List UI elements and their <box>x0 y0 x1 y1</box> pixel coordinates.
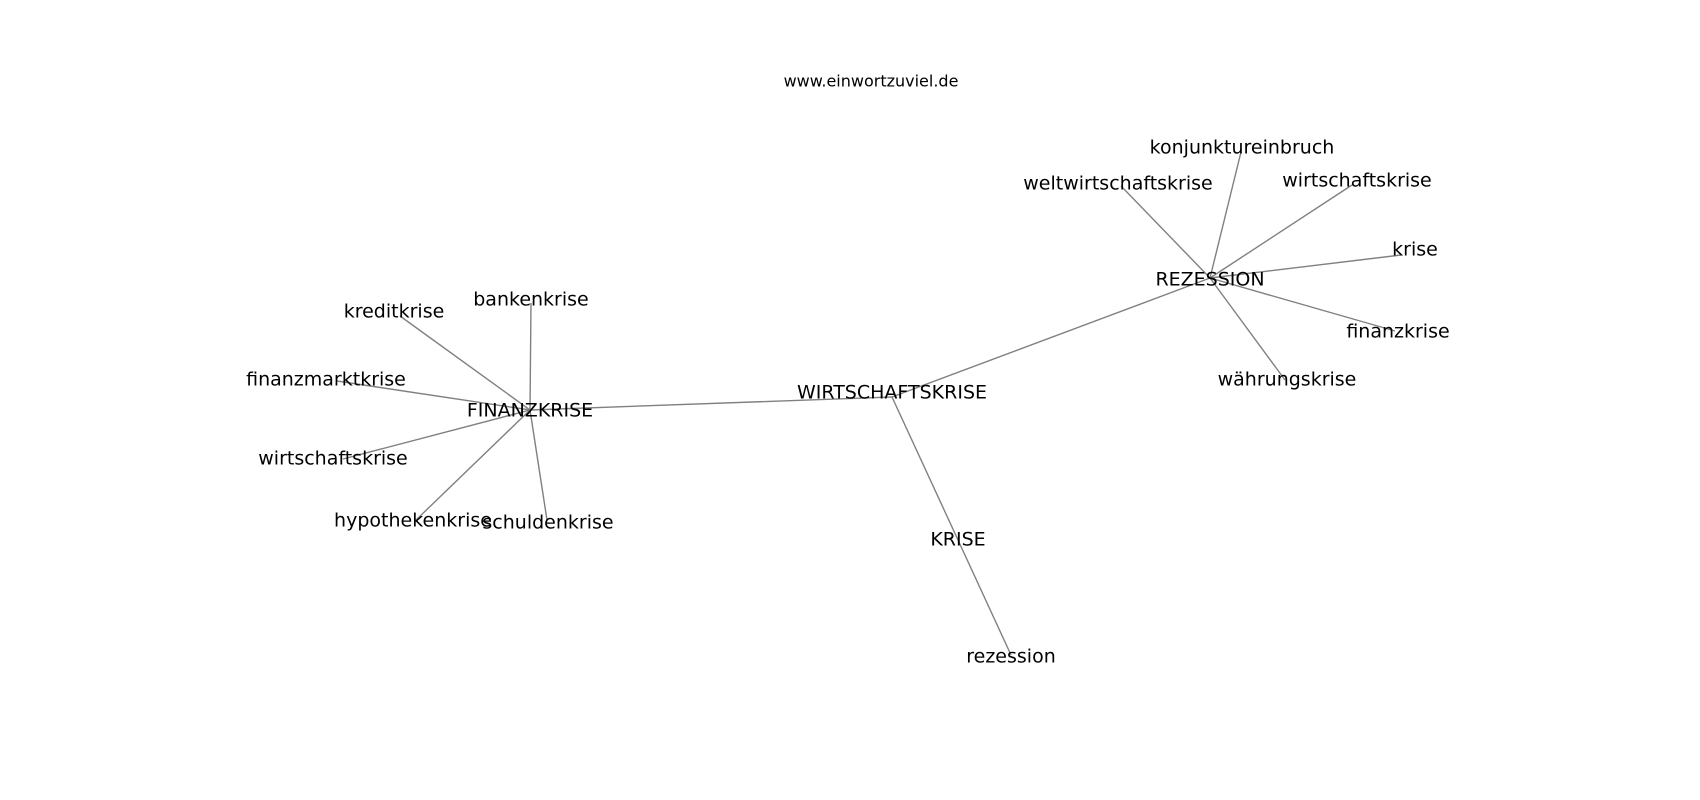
node-label-krise_hub: KRISE <box>930 529 985 551</box>
edges-layer <box>336 151 1402 656</box>
node-label-finanzmarktkrise: finanzmarktkrise <box>246 369 406 391</box>
edge-finanzkrise_hub-schuldenkrise <box>529 409 548 521</box>
edge-rezession_hub-finanzkrise_rz <box>1209 277 1396 332</box>
node-label-wirtschaftskrise_fk: wirtschaftskrise <box>258 448 408 470</box>
node-label-kreditkrise: kreditkrise <box>344 301 445 323</box>
node-label-hypothekenkrise: hypothekenkrise <box>334 510 492 532</box>
node-label-konjunktureinbruch: konjunktureinbruch <box>1150 137 1335 159</box>
node-label-wirtschaftskrise_rz: wirtschaftskrise <box>1282 170 1432 192</box>
node-label-finanzkrise_hub: FINANZKRISE <box>467 400 593 422</box>
node-label-schuldenkrise: schuldenkrise <box>482 512 613 534</box>
edge-finanzkrise_hub-bankenkrise <box>529 302 532 411</box>
edge-rezession_hub-wirtschaftskrise_rz <box>1209 184 1353 279</box>
edge-finanzkrise_hub-hypothekenkrise <box>414 409 531 522</box>
edge-rezession_hub-krise_rz <box>1209 254 1402 279</box>
edge-rezession_hub-waehrungskrise <box>1209 277 1286 381</box>
edge-wirtschaftskrise_hub-finanzkrise_hub <box>529 396 893 411</box>
edge-finanzkrise_hub-finanzmarktkrise <box>336 380 531 411</box>
node-label-rezession_kr: rezession <box>966 646 1056 668</box>
edge-rezession_hub-weltwirtschaftskrise <box>1120 185 1211 279</box>
labels-layer: WIRTSCHAFTSKRISE FINANZKRISE REZESSION KRIS… <box>246 137 1450 668</box>
node-label-rezession_hub: REZESSION <box>1155 269 1264 291</box>
node-label-finanzkrise_rz: finanzkrise <box>1346 321 1449 343</box>
node-label-bankenkrise: bankenkrise <box>473 289 588 311</box>
edge-wirtschaftskrise_hub-krise_hub <box>891 396 959 541</box>
node-label-wirtschaftskrise_hub: WIRTSCHAFTSKRISE <box>797 382 987 404</box>
edge-rezession_hub-konjunktureinbruch <box>1209 151 1242 279</box>
edge-wirtschaftskrise_hub-rezession_hub <box>891 277 1211 398</box>
edge-finanzkrise_hub-kreditkrise <box>399 315 531 411</box>
edge-krise_hub-rezession_kr <box>957 539 1012 656</box>
node-label-waehrungskrise: währungskrise <box>1218 369 1357 391</box>
edge-finanzkrise_hub-wirtschaftskrise_fk <box>342 409 531 460</box>
site-credit: www.einwortzuviel.de <box>784 72 959 91</box>
node-label-krise_rz: krise <box>1392 239 1438 261</box>
node-label-weltwirtschaftskrise: weltwirtschaftskrise <box>1023 173 1212 195</box>
